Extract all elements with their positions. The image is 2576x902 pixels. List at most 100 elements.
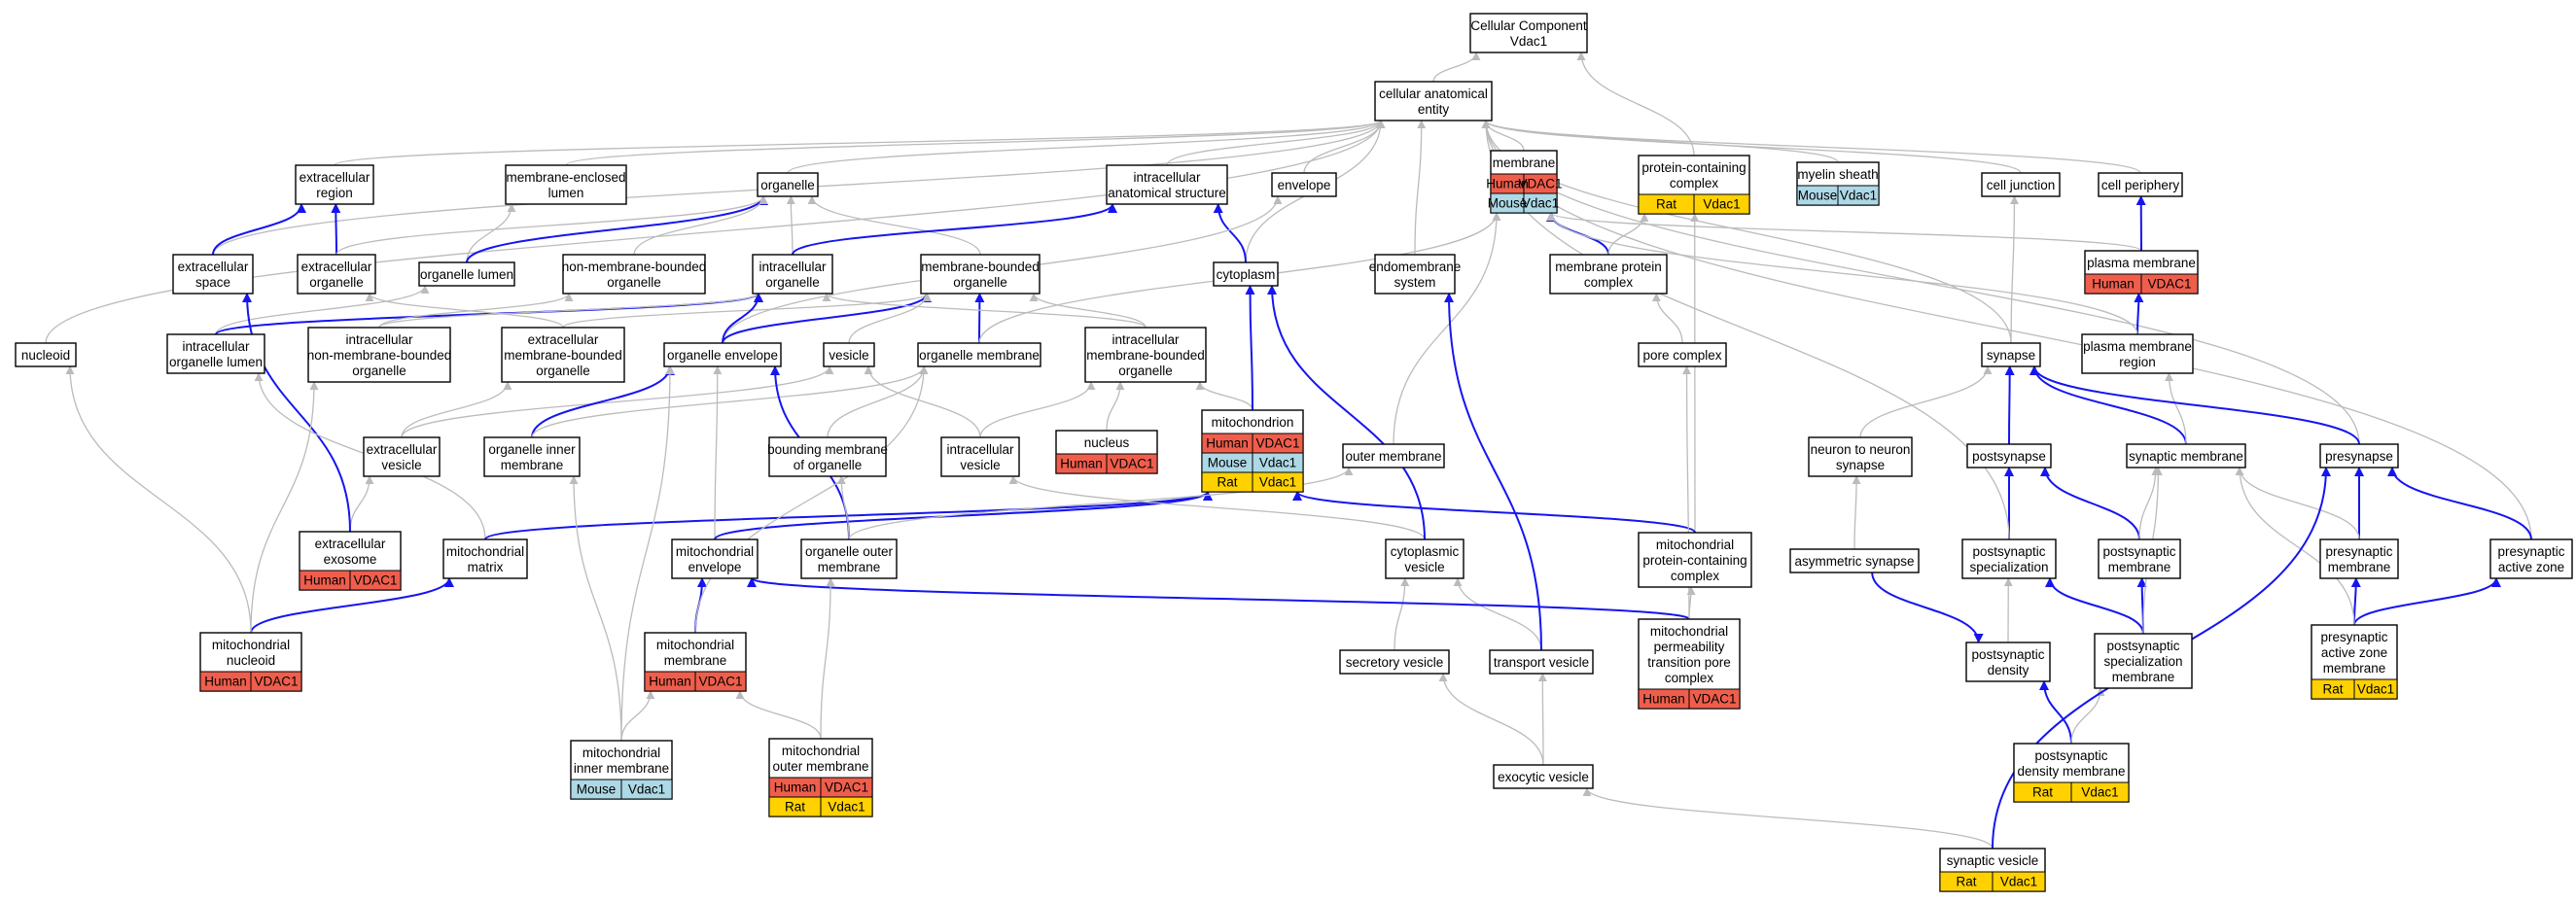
edge-mitochondrial-inner-membrane-to-mitochondrial-membrane (620, 690, 655, 742)
node-label-line: non-membrane-bounded (562, 260, 707, 274)
go-node-organelle[interactable]: organelle (757, 172, 819, 197)
edge-postsynapse-to-synapse (2004, 365, 2015, 445)
edge-cell-junction-to-cae (1481, 120, 2022, 174)
go-node-cell-periphery[interactable]: cell periphery (2098, 172, 2183, 197)
node-label-line: protein-containing (1641, 160, 1746, 175)
node-box (1084, 327, 1207, 383)
go-node-postsynapse[interactable]: postsynapse (1966, 443, 2052, 468)
node-label-line: entity (1418, 102, 1450, 117)
node-box (800, 538, 898, 579)
edge-cytoplasmic-vesicle-to-intracellular-vesicle (1008, 475, 1426, 540)
edge-organelle-outer-membrane-to-outer-membrane (848, 467, 1354, 540)
edge-mitochondrial-outer-membrane-to-organelle-outer-membrane (820, 577, 835, 740)
edge-extracellular-vesicle-to-vesicle (401, 365, 834, 438)
go-node-pore-complex[interactable]: pore complex (1638, 342, 1727, 367)
edge-protein-containing-complex-to-root (1576, 52, 1695, 156)
go-node-organelle-envelope[interactable]: organelle envelope (663, 342, 782, 367)
species-label: Rat (1656, 197, 1676, 212)
go-node-intracellular-nmb-organelle[interactable]: intracellularnon-membrane-boundedorganel… (307, 327, 452, 383)
go-node-secretory-vesicle[interactable]: secretory vesicle (1339, 649, 1450, 675)
go-node-organelle-membrane[interactable]: organelle membrane (917, 342, 1041, 367)
node-label-line: mitochondrial (1650, 624, 1728, 639)
go-node-presynapse[interactable]: presynapse (2319, 443, 2399, 468)
go-node-transport-vesicle[interactable]: transport vesicle (1489, 649, 1594, 675)
go-node-outer-membrane[interactable]: outer membrane (1342, 443, 1445, 468)
edge-nucleus-to-intracellular-mb-organelle (1106, 381, 1125, 432)
node-label-line: lumen (548, 186, 584, 200)
go-node-synapse[interactable]: synapse (1981, 342, 2041, 367)
node-box (1789, 548, 1920, 573)
gene-cell (1252, 471, 1304, 493)
node-box (663, 342, 782, 367)
edge-mitochondrial-nucleoid-to-mitochondrial-matrix (250, 577, 454, 634)
go-node-exocytic-vesicle[interactable]: exocytic vesicle (1493, 764, 1594, 789)
node-label-line: system (1394, 275, 1436, 290)
go-node-asymmetric-synapse[interactable]: asymmetric synapse (1789, 548, 1920, 573)
node-box (940, 436, 1020, 477)
go-node-cytoplasm[interactable]: cytoplasm (1213, 261, 1279, 287)
edge-intracellular-organelle-to-intracellular-anatomical-structure (792, 203, 1117, 256)
go-node-vesicle[interactable]: vesicle (823, 342, 875, 367)
node-label-line: inner membrane (574, 761, 669, 776)
node-label-line: mitochondrial (212, 638, 290, 652)
node-label-line: extracellular (300, 170, 371, 185)
edge-extracellular-mb-organelle-to-extracellular-organelle (365, 293, 564, 329)
node-label-line: extracellular (301, 260, 372, 274)
species-label: Rat (785, 800, 805, 815)
go-node-envelope[interactable]: envelope (1271, 172, 1337, 197)
go-node-synaptic-membrane[interactable]: synaptic membrane (2126, 443, 2246, 468)
go-node-nucleoid[interactable]: nucleoid (15, 342, 77, 367)
node-label-line: specialization (2103, 654, 2182, 669)
go-node-cell-junction[interactable]: cell junction (1981, 172, 2061, 197)
go-node-organelle-lumen[interactable]: organelle lumen (418, 261, 515, 287)
node-label-line: organelle (607, 275, 661, 290)
